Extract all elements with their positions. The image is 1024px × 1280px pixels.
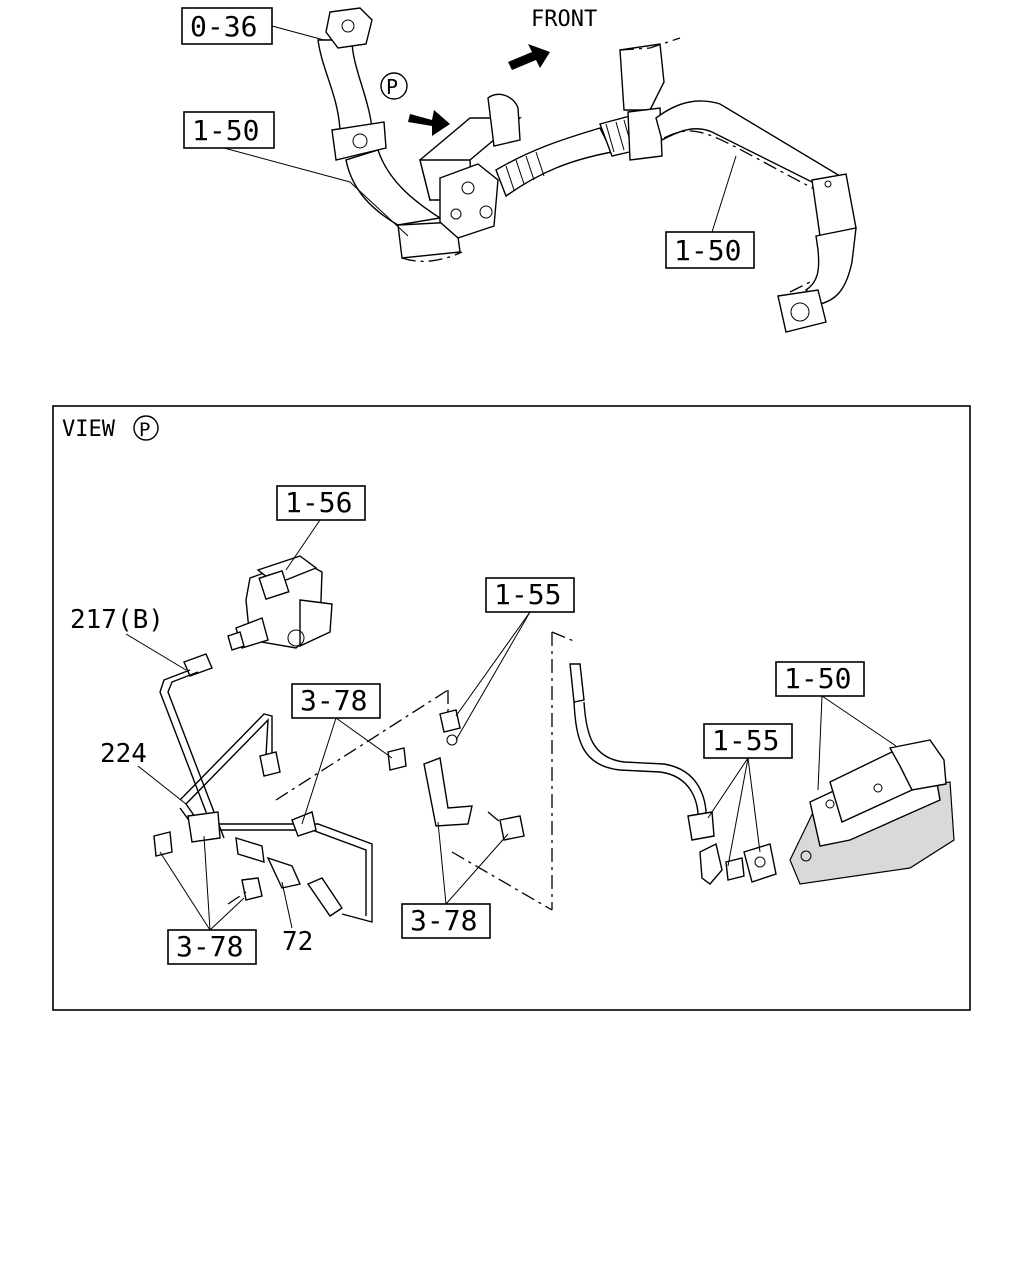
- callout-1-50-view: 1-50: [784, 662, 851, 695]
- view-title: VIEW: [62, 417, 116, 442]
- view-frame: [52, 405, 971, 1011]
- view-marker-label: P: [386, 75, 398, 99]
- view-arrow: [408, 110, 450, 136]
- fasteners-left: [153, 831, 301, 905]
- callout-3-78-lower-left: 3-78: [176, 930, 243, 963]
- callout-3-78-upper: 3-78: [300, 684, 367, 717]
- callout-1-50-left: 1-50: [192, 114, 259, 147]
- callout-1-55-right: 1-55: [712, 724, 779, 757]
- solenoid-valve: [227, 555, 333, 651]
- view-title-marker: P: [139, 419, 150, 441]
- callout-3-78-lower-mid: 3-78: [410, 904, 477, 937]
- mounting-bracket: [275, 689, 553, 911]
- callout-1-55-top: 1-55: [494, 578, 561, 611]
- callout-0-36: 0-36: [190, 10, 257, 43]
- callout-1-56: 1-56: [285, 486, 352, 519]
- front-label: FRONT: [531, 7, 597, 32]
- front-arrow: [508, 44, 550, 70]
- flex-hose: [551, 631, 745, 910]
- view-callouts: 1-56 1-55 1-50 1-55 3-78 3-78 3-78 217(B…: [70, 485, 897, 965]
- view-marker-circle: [380, 72, 408, 100]
- part-217b: 217(B): [70, 605, 164, 635]
- part-224: 224: [100, 739, 147, 769]
- egr-cooler: [743, 739, 955, 885]
- top-assembly: FRONT P: [317, 7, 857, 333]
- callout-1-50-right: 1-50: [674, 234, 741, 267]
- top-callouts: 0-36 1-50 1-50: [181, 7, 755, 269]
- part-72: 72: [282, 927, 313, 957]
- view-title-marker-circle: [133, 415, 159, 441]
